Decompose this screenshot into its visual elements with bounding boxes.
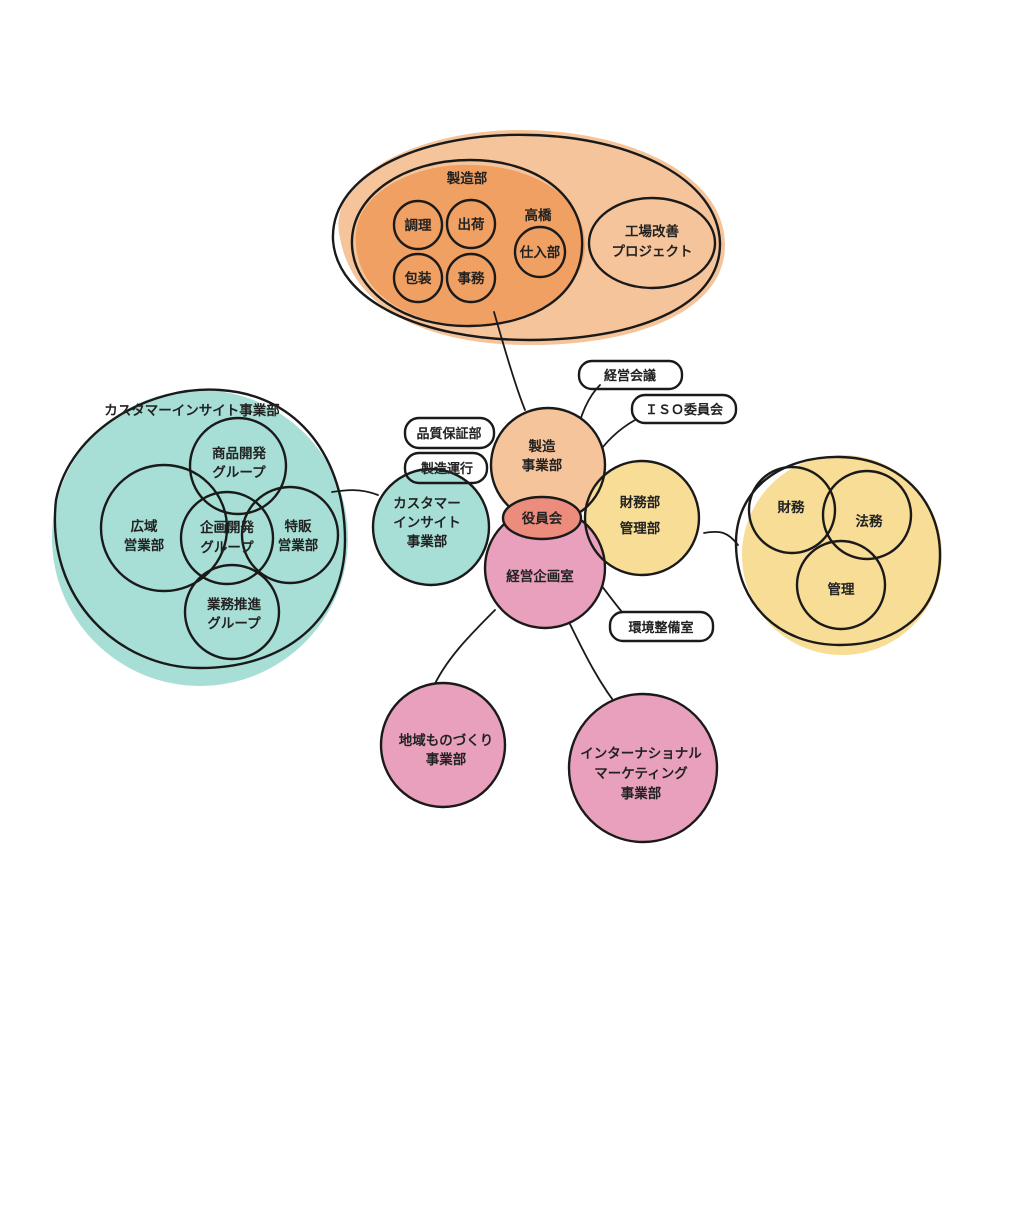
shukka-circle (445, 198, 497, 250)
takahashi-label: 高橋 (525, 207, 553, 224)
intl-line1: インターナショナル (580, 746, 702, 762)
seizou-center-line1: 製造 (528, 438, 557, 455)
kikaku-line1: 企画開発 (199, 519, 254, 536)
keiei-kaigi-label: 経営会議 (604, 368, 656, 384)
chouri-circle (392, 199, 444, 251)
customer-center-line2: インサイト (393, 515, 461, 531)
seizoubu-outline (350, 158, 584, 328)
seizoubu-fill (355, 164, 585, 325)
finance-cluster: 財務 法務 管理 (734, 455, 942, 655)
yakuinkai-fill (503, 497, 581, 539)
line-customer-to-center (331, 489, 379, 496)
customer-insight-center-fill (373, 469, 489, 585)
chouri-label: 調理 (405, 217, 432, 234)
shouhin-line1: 商品開発 (212, 445, 266, 462)
seizou-center-line2: 事業部 (522, 457, 563, 474)
finance-outer-fill (742, 455, 942, 655)
zaimu-center-line2: 管理部 (620, 520, 661, 537)
customer-center-line1: カスタマー (393, 496, 461, 512)
kanri-label: 管理 (828, 581, 856, 598)
tokuhan-line1: 特販 (285, 518, 312, 535)
customer-center-line3: 事業部 (407, 533, 448, 550)
gyoumu-line2: グループ (207, 615, 261, 632)
customer-cluster-title: カスタマーインサイト事業部 (104, 402, 280, 419)
kikaku-circle (179, 490, 275, 586)
hinshitsu-label: 品質保証部 (416, 426, 481, 442)
gyoumu-circle (183, 563, 281, 661)
kouiki-line1: 広域 (131, 518, 158, 535)
shiire-label: 仕入部 (519, 244, 561, 261)
keiei-kikaku-label: 経営企画室 (506, 568, 574, 585)
kouiki-line2: 営業部 (124, 537, 165, 554)
housou-label: 包装 (405, 270, 432, 287)
shouhin-circle (188, 416, 288, 516)
koujou-project-line2: プロジェクト (612, 244, 693, 260)
kouiki-circle (99, 463, 229, 593)
bottom-divisions: 地域ものづくり 事業部 インターナショナル マーケティング 事業部 (379, 681, 719, 844)
shouhin-line2: グループ (212, 464, 266, 481)
kankyou-tag (608, 610, 715, 643)
iso-tag (630, 393, 738, 425)
manufacturing-cluster: 製造部 調理 出荷 包装 事務 高橋 仕入部 工場改善 プロジェクト (331, 130, 725, 345)
intl-outline (567, 692, 719, 844)
zaimu-circle (747, 465, 837, 555)
chiiki-fill (381, 683, 505, 807)
zaimu-label: 財務 (777, 499, 806, 516)
kikaku-line2: グループ (200, 539, 254, 556)
shiire-circle (513, 225, 567, 279)
kankyou-label: 環境整備室 (628, 620, 693, 636)
hinshitsu-tag (403, 416, 496, 450)
koujou-project-line1: 工場改善 (625, 223, 679, 240)
intl-line2: マーケティング (594, 765, 688, 782)
zaimu-center-outline (583, 459, 701, 577)
iso-label: ＩＳＯ委員会 (645, 402, 724, 418)
gyoumu-line1: 業務推進 (206, 596, 261, 613)
housou-circle (392, 252, 444, 304)
manufacturing-outer-outline (331, 133, 722, 342)
customer-outer-outline (53, 388, 347, 670)
seizou-unkou-tag (403, 451, 489, 485)
koujou-project-ellipse (587, 196, 717, 290)
seizou-center-fill (491, 408, 605, 522)
zaimu-center-fill (585, 461, 699, 575)
central-venn: 役員会 カスタマー インサイト 事業部 製造 事業部 財務部 管理部 経営企画室 (371, 406, 701, 630)
chiiki-outline (379, 681, 507, 809)
intl-fill (569, 694, 717, 842)
jimu-label: 事務 (458, 270, 485, 287)
chiiki-line1: 地域ものづくり (399, 732, 494, 749)
keiei-kikaku-fill (485, 508, 605, 628)
customer-insight-cluster: カスタマーインサイト事業部 商品開発 グループ 広域 営業部 企画開発 グループ… (52, 388, 348, 686)
customer-outer-fill (52, 390, 348, 686)
houmu-circle (821, 469, 913, 561)
kanri-circle (795, 539, 887, 631)
tokuhan-line2: 営業部 (278, 537, 319, 554)
keiei-kaigi-tag (577, 359, 684, 391)
seizoubu-label: 製造部 (446, 170, 488, 187)
seizou-unkou-label: 製造運行 (420, 461, 473, 477)
yakuinkai-label: 役員会 (522, 510, 563, 527)
shukka-label: 出荷 (458, 216, 485, 233)
intl-line3: 事業部 (621, 785, 662, 802)
yakuinkai-outline (501, 495, 583, 541)
line-manufacturing-to-center (493, 311, 526, 411)
tag-boxes: 品質保証部 製造運行 経営会議 ＩＳＯ委員会 環境整備室 (403, 359, 738, 643)
chiiki-line2: 事業部 (426, 751, 467, 768)
jimu-circle (445, 252, 497, 304)
line-intl (567, 619, 623, 713)
customer-insight-center-outline (371, 467, 491, 587)
line-center-to-finance (703, 530, 739, 546)
tokuhan-circle (240, 485, 340, 585)
zaimu-center-line1: 財務部 (619, 494, 661, 511)
line-chiiki (431, 609, 496, 691)
houmu-label: 法務 (856, 513, 884, 530)
